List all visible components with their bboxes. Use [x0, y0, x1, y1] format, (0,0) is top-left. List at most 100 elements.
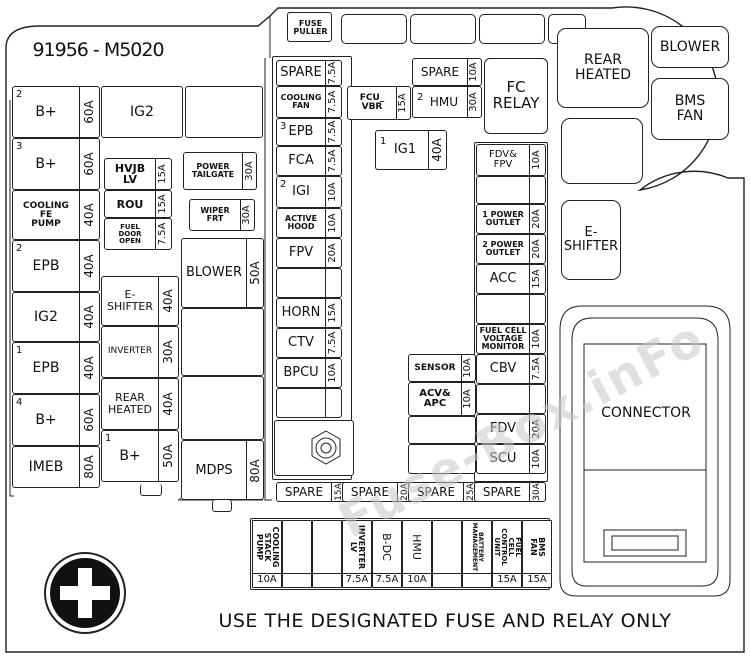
- fuse-right-2[interactable]: [476, 176, 546, 204]
- fuse-right-4-amp: 20A: [531, 239, 542, 259]
- fuse-mid-9[interactable]: HORN 15A: [276, 298, 342, 328]
- fuse-col2-4-label: B+: [119, 447, 141, 464]
- relay-e-shifter[interactable]: E- SHIFTER: [561, 200, 621, 280]
- fuse-bottom-1-label: COOLING STACK PUMP: [255, 526, 280, 568]
- fuse-slot-acv-below-2[interactable]: [408, 444, 476, 474]
- relay-bms-fan[interactable]: BMS FAN: [651, 78, 729, 140]
- fuse-bottom-9-label: FUEL CELL CONTROL UNIT: [493, 528, 522, 566]
- fuse-spare-top[interactable]: SPARE 10A: [412, 58, 482, 86]
- fuse-slot-mid-1[interactable]: [181, 308, 264, 376]
- fuse-right-9[interactable]: [476, 384, 546, 414]
- top-slot-3[interactable]: [479, 14, 545, 44]
- fuse-bottom-8[interactable]: BATTERY MANAGEMENT: [462, 520, 492, 588]
- fuse-right-6[interactable]: [476, 294, 546, 324]
- ground-terminal-icon: [44, 552, 126, 634]
- fuse-mid-9-label: HORN: [281, 305, 321, 321]
- fuse-power-tailgate[interactable]: POWER TAILGATE 30A: [183, 152, 257, 190]
- fuse-puller-label: FUSE PULLER: [293, 19, 328, 36]
- top-slot-1[interactable]: [341, 14, 407, 44]
- fuse-power-tailgate-amp: 30A: [244, 161, 255, 181]
- fuse-right-2-amp: [531, 177, 543, 203]
- fuse-right-2-label: [477, 177, 529, 203]
- relay-fc[interactable]: FC RELAY: [484, 58, 548, 134]
- fuse-right-6-label: [477, 295, 529, 323]
- top-slot-2[interactable]: [410, 14, 476, 44]
- fuse-small-2-label: ROU: [116, 197, 144, 211]
- fuse-blower[interactable]: BLOWER 50A: [181, 238, 264, 308]
- fuse-hmu[interactable]: 2 HMU 30A: [412, 86, 482, 118]
- fuse-bottom-3[interactable]: [312, 520, 342, 588]
- fuse-bottom-7[interactable]: [432, 520, 462, 588]
- relay-ig2[interactable]: IG2: [101, 86, 183, 138]
- fuse-col2-3-amp: 40A: [161, 392, 175, 416]
- fuse-slot-acv-below-1[interactable]: [408, 416, 476, 444]
- fuse-wiper-frt[interactable]: WIPER FRT 30A: [189, 199, 255, 231]
- fuse-bottom-2[interactable]: [282, 520, 312, 588]
- fuse-acv-apc[interactable]: ACV& APC 10A: [408, 382, 476, 416]
- fuse-left-2-label: B+: [35, 155, 57, 172]
- fuse-bottom-3-label: [317, 521, 337, 573]
- fuse-ig1[interactable]: 1 IG1 40A: [375, 130, 447, 170]
- fuse-sensor[interactable]: SENSOR 10A: [408, 354, 476, 382]
- fuse-mdps[interactable]: MDPS 80A: [181, 440, 264, 500]
- relay-blank-1[interactable]: [185, 86, 263, 138]
- fuse-mid-1-amp: 7.5A: [327, 61, 338, 85]
- fuse-mid-12[interactable]: [276, 388, 342, 418]
- fuse-puller[interactable]: FUSE PULLER: [287, 12, 332, 42]
- fuse-fcu-vbr[interactable]: FCU_ VBR 15A: [347, 86, 411, 120]
- relay-spare-right[interactable]: [561, 118, 643, 184]
- fuse-left-5-label: IG2: [34, 308, 58, 325]
- fuse-right-7-label: FUEL CELL VOLTAGE MONITOR: [479, 326, 527, 351]
- fuse-mid-7-label: FPV: [288, 245, 314, 261]
- relay-rear-heated[interactable]: REAR HEATED: [557, 28, 649, 108]
- fuse-mid-9-amp: 15A: [327, 303, 338, 323]
- fuse-mid-3-label: EPB: [288, 124, 314, 140]
- relay-e-shifter-label: E- SHIFTER: [563, 225, 619, 254]
- fuse-slot-mid-2[interactable]: [181, 376, 264, 440]
- fuse-mid-8[interactable]: [276, 268, 342, 298]
- relay-blower[interactable]: BLOWER: [651, 26, 729, 68]
